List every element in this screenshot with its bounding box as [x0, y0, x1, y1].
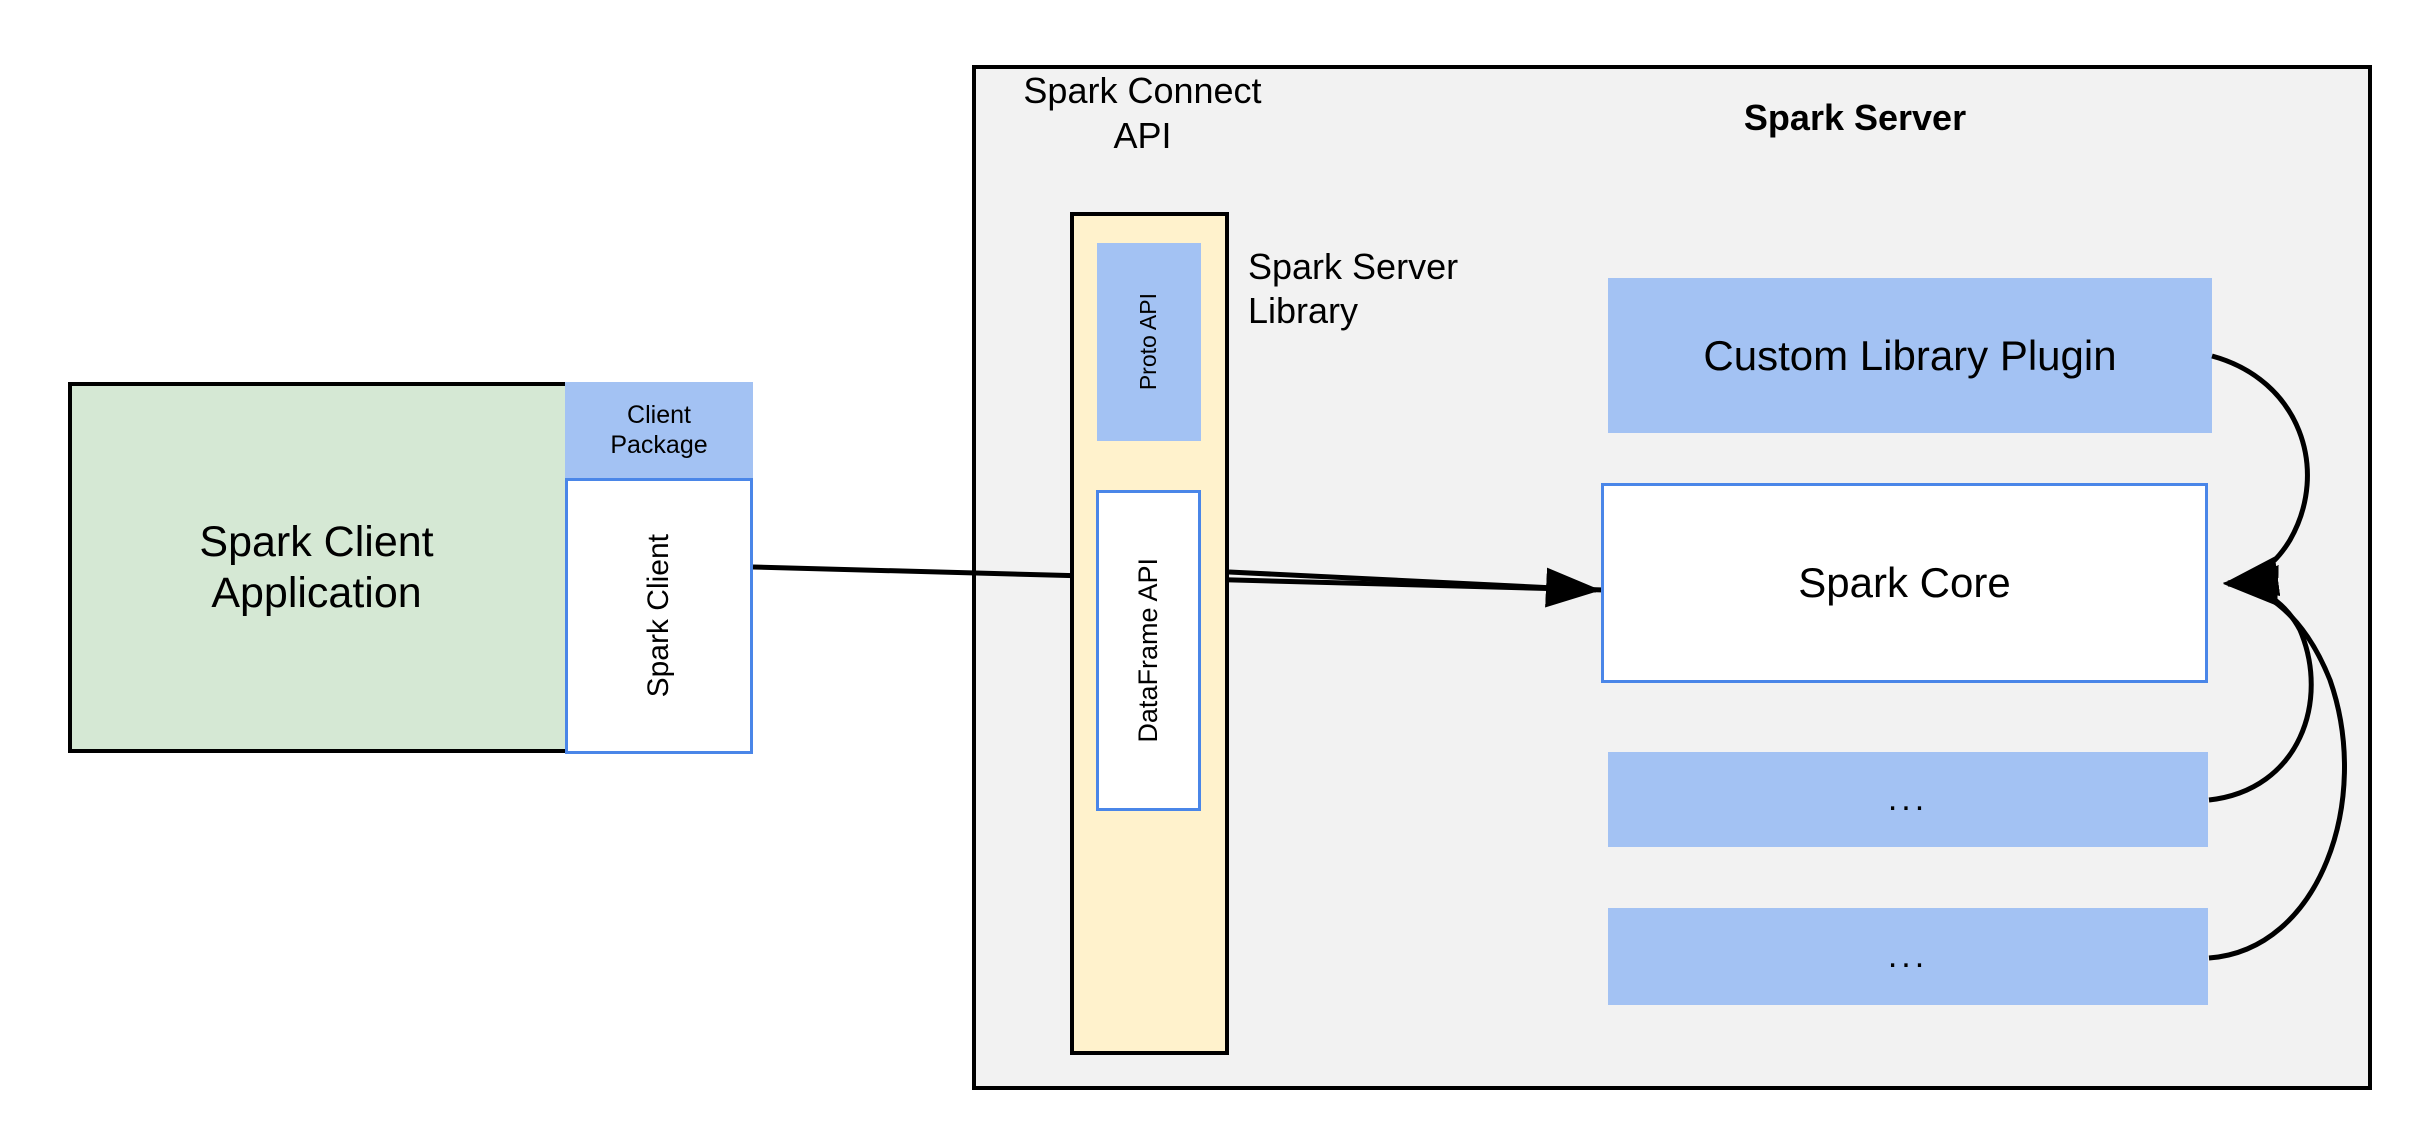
spark-server-library-title-line2: Library	[1248, 289, 1359, 331]
client-package-label: Client Package	[610, 401, 707, 460]
spark-connect-api-title-line1: Spark Connect	[1023, 70, 1262, 111]
custom-library-plugin-box[interactable]: Custom Library Plugin	[1608, 278, 2212, 433]
spark-core-box[interactable]: Spark Core	[1601, 483, 2208, 683]
client-package-label-line1: Client	[627, 401, 691, 429]
spark-client-label: Spark Client	[642, 534, 676, 698]
client-app-label-line2: Application	[211, 568, 422, 617]
spark-connect-api-title-line2: API	[1113, 115, 1172, 156]
proto-api-label: Proto API	[1135, 293, 1162, 391]
additional-component-box-2[interactable]: ...	[1608, 908, 2208, 1005]
client-package-label-line2: Package	[610, 430, 708, 459]
spark-server-title: Spark Server	[1743, 97, 1967, 138]
client-package-box[interactable]: Client Package	[565, 382, 753, 479]
spark-core-label: Spark Core	[1798, 559, 2011, 607]
spark-server-library-title: Spark Server Library	[1248, 245, 1548, 333]
spark-server-library-title-line1: Spark Server	[1248, 246, 1459, 287]
dataframe-api-label: DataFrame API	[1132, 558, 1163, 743]
custom-library-plugin-label: Custom Library Plugin	[1703, 331, 2117, 379]
proto-api-box[interactable]: Proto API	[1097, 243, 1201, 441]
spark-client-application-box[interactable]: Spark Client Application	[68, 382, 571, 753]
spark-client-box[interactable]: Spark Client	[565, 478, 753, 754]
spark-client-application-label: Spark Client Application	[199, 517, 439, 618]
additional-component-label-2: ...	[1887, 937, 1929, 976]
spark-connect-api-title: Spark Connect API	[1010, 68, 1275, 158]
client-app-label-line1: Spark Client	[199, 517, 434, 566]
additional-component-label-1: ...	[1887, 780, 1929, 819]
additional-component-box-1[interactable]: ...	[1608, 752, 2208, 847]
dataframe-api-box[interactable]: DataFrame API	[1096, 490, 1201, 811]
